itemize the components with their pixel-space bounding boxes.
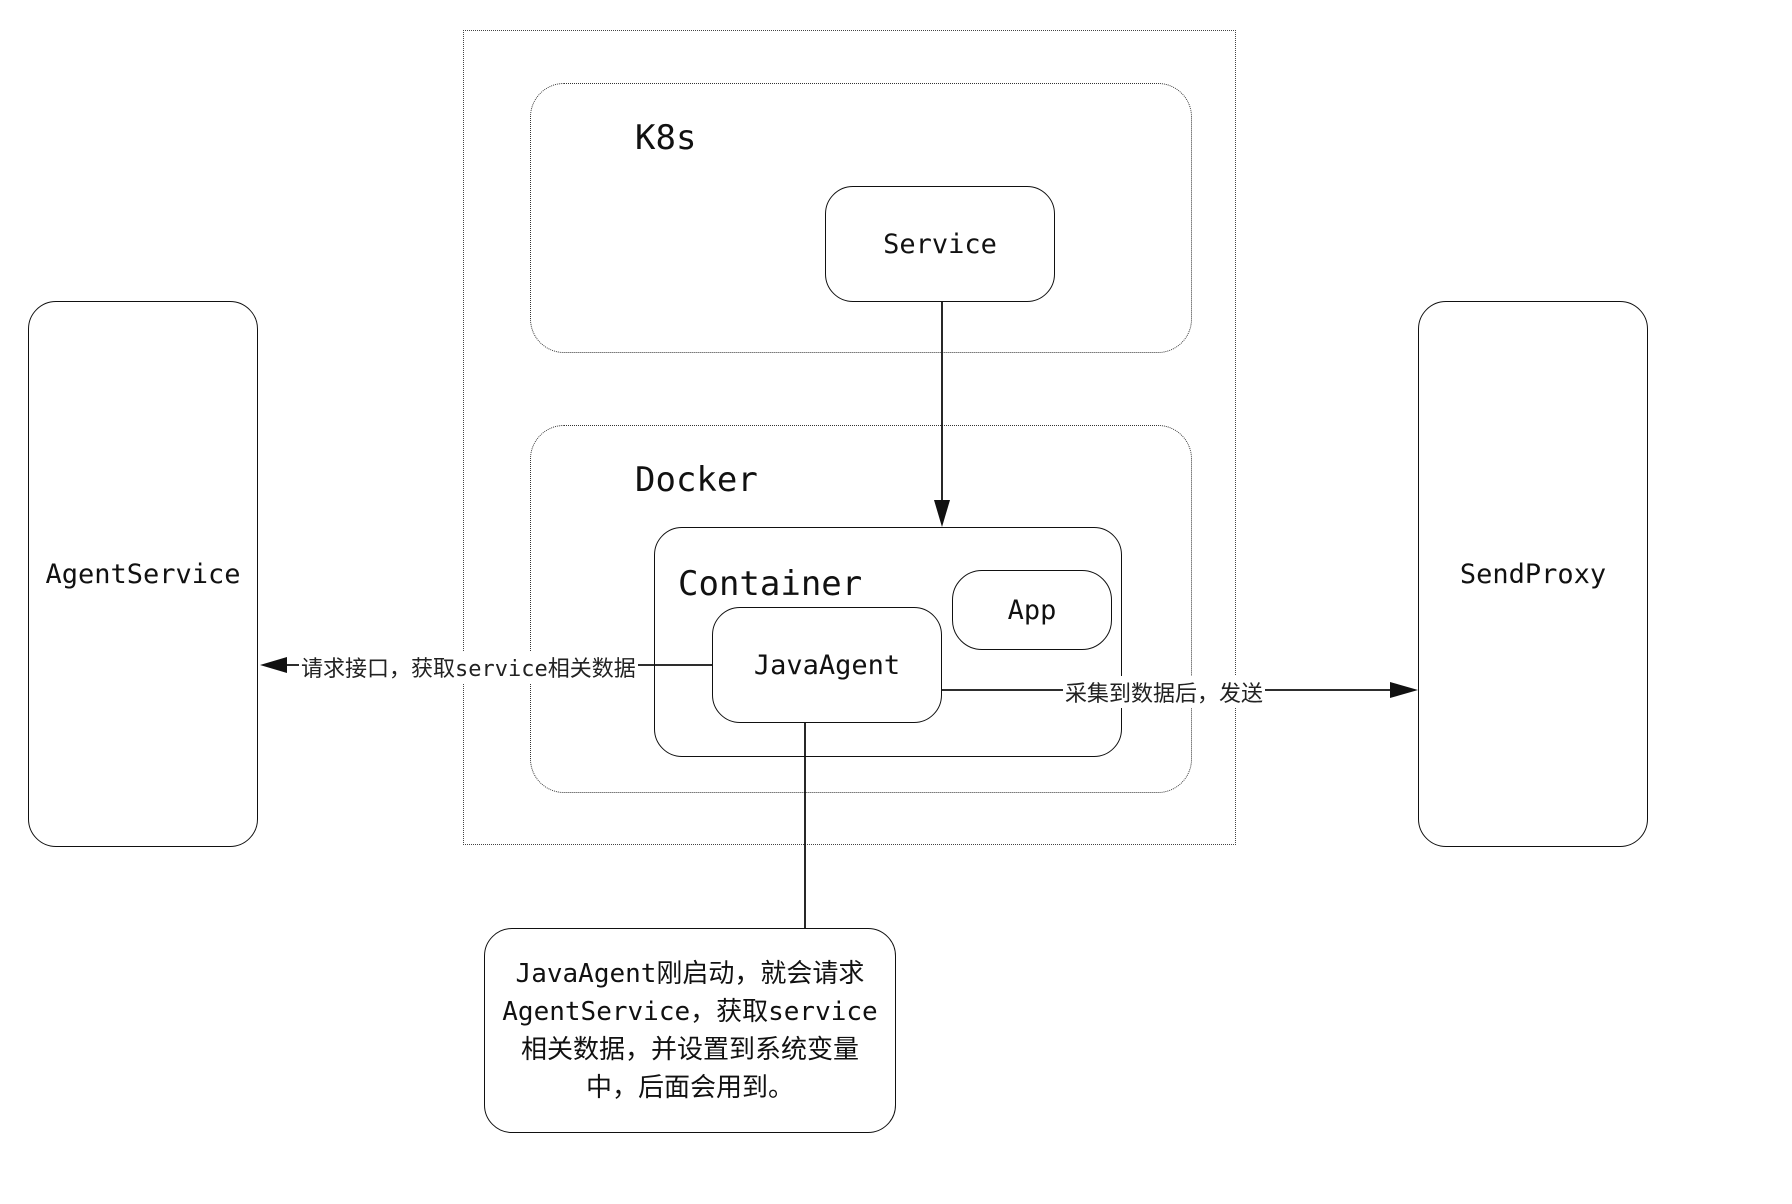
service-label: Service — [883, 228, 997, 260]
request-edge-label: 请求接口，获取service相关数据 — [299, 651, 638, 683]
service-to-container-arrowhead — [934, 500, 950, 527]
startup-note: JavaAgent刚启动，就会请求AgentService，获取service相… — [484, 928, 896, 1133]
send-proxy-node: SendProxy — [1418, 301, 1648, 847]
java-agent-node: JavaAgent — [712, 607, 942, 723]
startup-note-text: JavaAgent刚启动，就会请求AgentService，获取service相… — [502, 958, 878, 1103]
app-label: App — [1007, 594, 1057, 626]
docker-label: Docker — [635, 460, 758, 500]
k8s-group — [530, 83, 1192, 353]
agent-to-agentservice-arrowhead — [260, 657, 287, 673]
agent-service-node: AgentService — [28, 301, 258, 847]
service-node: Service — [825, 186, 1055, 302]
docker-group — [530, 425, 1192, 793]
outer-boundary — [463, 30, 1236, 845]
agent-to-sendproxy-arrowhead — [1390, 682, 1418, 698]
app-node: App — [952, 570, 1112, 650]
k8s-label: K8s — [635, 118, 697, 158]
send-edge-label: 采集到数据后，发送 — [1063, 676, 1266, 708]
agent-service-label: AgentService — [45, 558, 241, 590]
java-agent-label: JavaAgent — [753, 649, 901, 681]
container-label: Container — [678, 564, 863, 604]
send-proxy-label: SendProxy — [1459, 558, 1607, 590]
